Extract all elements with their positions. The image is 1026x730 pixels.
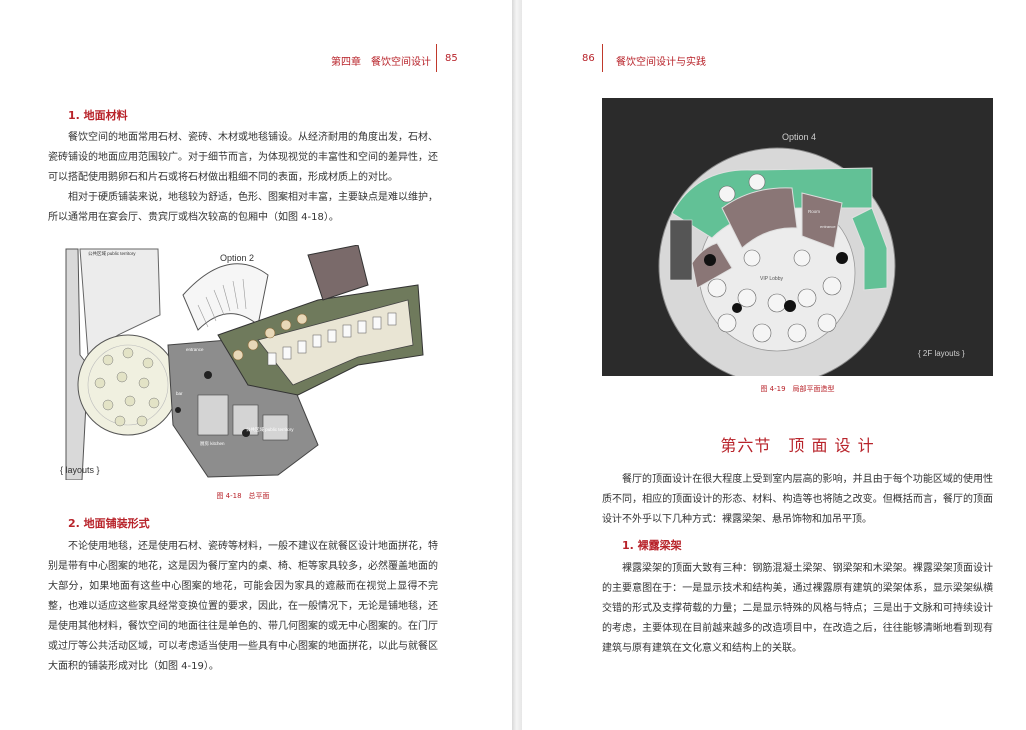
floor-plan-figure-4-18: Option 2 公共区域 public territory entrance … [58,245,428,480]
book-gutter [512,0,522,730]
right-header-divider [602,44,603,72]
left-header-chapter: 第四章 餐饮空间设计 [331,57,431,68]
right-header-book-title: 餐饮空间设计与实践 [616,57,706,68]
plan-layouts-label: { 2F layouts } [918,349,965,358]
left-header-divider [436,44,437,72]
exposed-beams-heading: 1. 裸露梁架 [622,539,682,552]
plan-label-entrance: entrance [186,347,204,352]
paragraph: 餐饮空间的地面常用石材、瓷砖、木材或地毯铺设。从经济耐用的角度出发，石材、瓷砖铺… [48,132,438,183]
plan-label-kitchen: 厨房 kitchen [200,440,225,447]
right-page: 86 餐饮空间设计与实践 [522,0,1026,730]
paragraph: 相对于硬质铺装来说，地毯较为舒适，色形、图案相对丰富，主要缺点是难以维护，所以通… [48,192,438,223]
plan-layouts-label: { layouts } [60,465,100,475]
figure-4-19-caption: 图 4-19 局部平面造型 [760,385,835,393]
figure-4-18-caption: 图 4-18 总平面 [216,492,270,500]
left-page-number: 85 [445,53,458,64]
section-floor-pattern-text: 不论使用地毯，还是使用石材、瓷砖等材料，一般不建议在就餐区设计地面拼花，特别是带… [48,537,438,677]
plan-option-label: Option 4 [782,132,816,142]
plan-label-entrance: entrance [820,224,836,229]
paragraph: 餐厅的顶面设计在很大程度上受到室内层高的影响，并且由于每个功能区域的使用性质不同… [602,474,993,525]
paragraph: 不论使用地毯，还是使用石材、瓷砖等材料，一般不建议在就餐区设计地面拼花，特别是带… [48,541,438,672]
section-floor-materials-text: 餐饮空间的地面常用石材、瓷砖、木材或地毯铺设。从经济耐用的角度出发，石材、瓷砖铺… [48,128,438,228]
plan-label-room: Room [808,209,820,214]
plan-label-bar: bar [176,391,183,396]
paragraph: 裸露梁架的顶面大致有三种：钢筋混凝土梁架、钢梁架和木梁架。裸露梁架顶面设计的主要… [602,563,993,654]
plan-label-public-top: 公共区域 public territory [88,250,136,257]
floor-plan-figure-4-19: Option 4 VIP Lobby Room entrance { 2F la… [602,98,993,376]
section-floor-materials-heading: 1. 地面材料 [68,109,128,122]
ceiling-intro-text: 餐厅的顶面设计在很大程度上受到室内层高的影响，并且由于每个功能区域的使用性质不同… [602,470,993,530]
left-page: 第四章 餐饮空间设计 85 1. 地面材料 餐饮空间的地面常用石材、瓷砖、木材或… [0,0,512,730]
plan-label-public-bottom: 公共区域 public territory [246,426,294,433]
section-floor-pattern-heading: 2. 地面铺装形式 [68,517,150,530]
plan-label-lobby: VIP Lobby [760,276,783,282]
exposed-beams-text: 裸露梁架的顶面大致有三种：钢筋混凝土梁架、钢梁架和木梁架。裸露梁架顶面设计的主要… [602,559,993,659]
plan-option-label: Option 2 [220,253,254,263]
right-page-number: 86 [582,53,595,64]
section-ceiling-design-title: 第六节 顶 面 设 计 [720,436,875,455]
